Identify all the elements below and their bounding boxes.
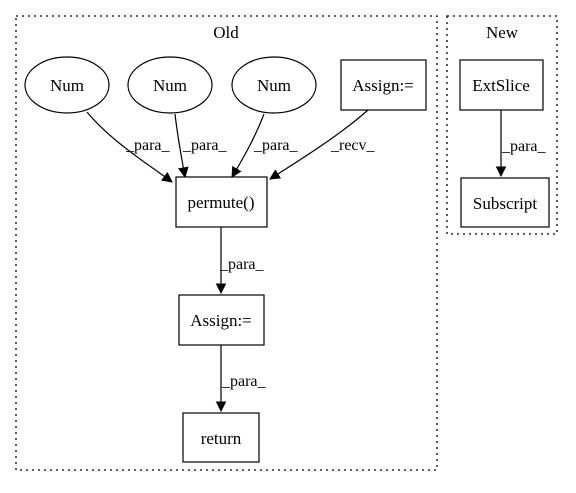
edge-label: _para_ (253, 137, 299, 154)
node-return[interactable]: return (182, 412, 260, 463)
node-label: Num (153, 76, 187, 95)
node-label: Assign:= (190, 311, 252, 330)
edge-label: _para_ (501, 138, 547, 155)
edge-label: _para_ (182, 137, 228, 154)
edge-label: _para_ (221, 373, 267, 390)
node-assign-top[interactable]: Assign:= (340, 59, 427, 111)
edge-permute-assign: _para_ (215, 227, 265, 295)
node-subscript[interactable]: Subscript (460, 177, 550, 228)
node-label: Num (257, 76, 291, 95)
edge-label: _para_ (125, 137, 171, 154)
node-label: Num (50, 76, 84, 95)
cluster-old: Old (15, 15, 438, 471)
cluster-old-label: Old (213, 23, 239, 42)
node-extslice[interactable]: ExtSlice (459, 59, 544, 111)
node-label: permute() (187, 193, 254, 212)
node-label: return (201, 429, 242, 448)
edge-label: _para_ (219, 256, 265, 273)
node-label: Subscript (473, 194, 538, 213)
node-num-2[interactable]: Num (127, 56, 213, 114)
edge-assign-permute: _recv_ (269, 109, 376, 180)
cluster-new-label: New (486, 23, 519, 42)
cluster-new: New (446, 15, 558, 235)
edge-num1-permute: _para_ (86, 111, 173, 183)
node-assign-mid[interactable]: Assign:= (178, 294, 265, 346)
node-num-1[interactable]: Num (24, 56, 110, 114)
edge-num2-permute: _para_ (174, 113, 228, 179)
edge-num3-permute: _para_ (231, 113, 299, 178)
node-permute[interactable]: permute() (175, 176, 268, 228)
edge-extslice-subscript: _para_ (495, 110, 547, 178)
edge-label: _recv_ (330, 137, 376, 154)
node-num-3[interactable]: Num (231, 56, 317, 114)
node-label: ExtSlice (472, 76, 530, 95)
node-label: Assign:= (352, 76, 414, 95)
edge-assign-return: _para_ (215, 345, 267, 413)
